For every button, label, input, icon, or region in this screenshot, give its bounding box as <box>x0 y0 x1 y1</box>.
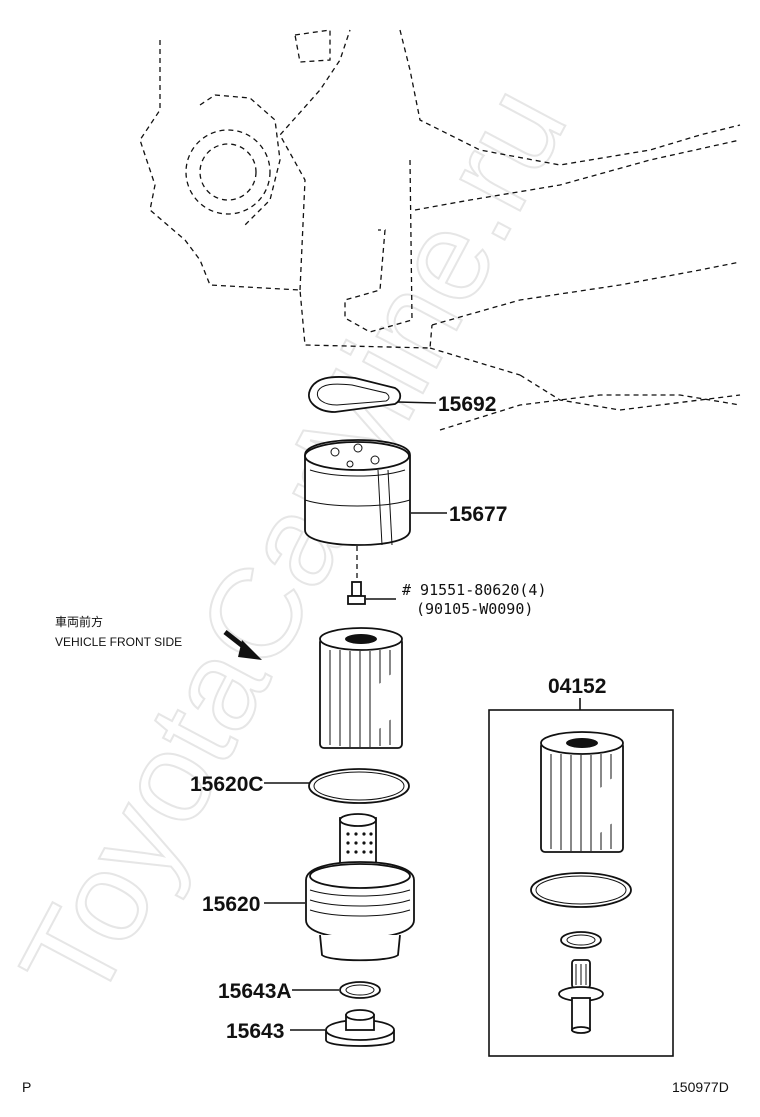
filter-cap-15620-part <box>305 813 415 962</box>
callout-15677: 15677 <box>449 503 507 526</box>
gasket-15643A-part <box>339 981 381 999</box>
bolt-part <box>347 581 366 605</box>
kit-04152-box <box>488 709 674 1057</box>
callout-15643A: 15643A <box>218 980 292 1003</box>
housing-15677-part <box>304 439 411 546</box>
direction-note-jp: 車両前方 <box>55 614 103 629</box>
callout-04152: 04152 <box>548 675 606 698</box>
callout-bolt-alternate: (90105-W0090) <box>416 600 533 618</box>
kit-drain-valve-part <box>558 959 604 1034</box>
front-direction-arrow-icon <box>223 630 262 660</box>
watermark: ToyotaCarMine.ru <box>0 64 594 1023</box>
footer-left-code: P <box>22 1079 31 1095</box>
footer-diagram-number: 150977D <box>672 1079 729 1095</box>
kit-o-ring-part <box>530 872 632 908</box>
kit-small-gasket-part <box>560 931 602 949</box>
engine-block-outline <box>139 29 741 431</box>
gasket-15692-part <box>308 376 402 413</box>
callout-15692: 15692 <box>438 393 496 416</box>
callout-15643: 15643 <box>226 1020 284 1043</box>
filter-element-part <box>319 627 403 749</box>
kit-filter-element-part <box>540 731 624 853</box>
callout-bolt-number: # 91551-80620(4) <box>402 581 547 599</box>
callout-15620: 15620 <box>202 893 260 916</box>
direction-note-en: VEHICLE FRONT SIDE <box>55 635 182 649</box>
o-ring-15620C-part <box>308 768 410 804</box>
callout-15620C: 15620C <box>190 773 264 796</box>
drain-plug-15643-part <box>325 1009 395 1047</box>
